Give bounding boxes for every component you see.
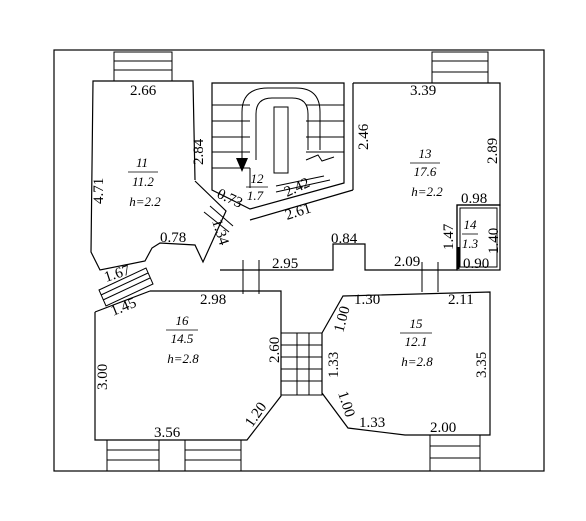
dimension-label: 1.00 [331,305,353,334]
dimension-label: 3.00 [95,364,111,390]
room-15-walls [321,291,491,436]
dimension-label: 1.47 [441,223,457,250]
dimension-label: 2.11 [448,292,474,308]
dimension-labels: 2.66 4.71 2.84 0.73 2.42 2.61 2.46 3.39 … [91,83,502,441]
window-room-11 [113,51,173,82]
room-13-area: 17.6 [414,164,437,179]
dimension-label: 1.33 [326,352,342,378]
room-15-height: h=2.8 [401,354,433,369]
dimension-label: 2.60 [267,337,283,363]
dimension-label: 2.61 [283,200,313,223]
dimension-label: 0.84 [331,231,358,247]
room-13-number: 13 [419,146,433,161]
dimension-label: 1.33 [359,415,385,431]
door-ticks [203,205,439,294]
dimension-label: 0.78 [160,230,186,246]
stair-direction-arrow-icon [236,158,248,172]
dimension-label: 1.67 [102,262,132,285]
room-16-number: 16 [176,313,190,328]
room-11-number: 11 [136,155,148,170]
room-11-walls [90,80,227,271]
dimension-label: 1.40 [486,228,502,254]
window-room-15 [429,434,481,472]
dimension-label: 0.98 [461,191,487,207]
room-14-walls [456,204,501,271]
room-16-height: h=2.8 [167,351,199,366]
room-16-area: 14.5 [171,331,194,346]
room-13-walls [220,82,501,271]
window-diagonal [98,267,154,307]
staircase-12 [212,87,344,193]
room-11-label: 11 11.2 h=2.2 [128,155,161,209]
dimension-label: 2.46 [356,123,372,150]
dimension-label: 0.90 [463,256,489,272]
dimension-label: 2.95 [272,256,298,272]
dimension-label: 3.56 [154,425,181,441]
dimension-label: 1.00 [334,389,357,419]
room-16-label: 16 14.5 h=2.8 [166,313,199,366]
window-room-16-right [184,439,242,472]
dimension-label: 2.84 [191,138,207,165]
room-12-number: 12 [251,171,265,186]
dimension-label: 2.89 [485,138,501,164]
dimension-label: 0.73 [214,186,245,212]
plan-frame [53,49,545,472]
dimension-label: 3.35 [474,352,490,378]
room-16-walls [94,290,282,441]
room-15-number: 15 [410,316,424,331]
room-14-inner [459,207,498,268]
stairs-16-15 [280,332,323,396]
room-13-label: 13 17.6 h=2.2 [410,146,443,199]
room-13-height: h=2.2 [411,184,443,199]
dimension-label: 2.09 [394,254,420,270]
room-15-label: 15 12.1 h=2.8 [400,316,433,369]
room-14-label: 14 1.3 [462,217,479,251]
room-11-area: 11.2 [132,174,154,189]
room-12-area: 1.7 [247,188,264,203]
room-16-top-wall [94,290,151,313]
window-room-16-left [106,439,160,472]
room-14-area: 1.3 [462,236,479,251]
dimension-label: 1.30 [354,292,380,308]
window-room-13 [431,51,489,84]
dimension-label: 3.39 [410,83,436,99]
dimension-label: 2.98 [200,292,226,308]
dimension-label: 2.66 [130,83,157,99]
room-13-stair-wall [249,189,354,221]
dimension-label: 1.34 [208,217,231,247]
room-12-walls [211,82,345,210]
dimension-label: 4.71 [91,178,107,204]
dimension-label: 1.45 [109,295,139,320]
room-12-label: 12 1.7 [246,171,268,203]
dimension-label: 2.00 [430,420,456,436]
room-11-height: h=2.2 [129,194,161,209]
room-14-number: 14 [464,217,478,232]
room-15-area: 12.1 [405,334,428,349]
